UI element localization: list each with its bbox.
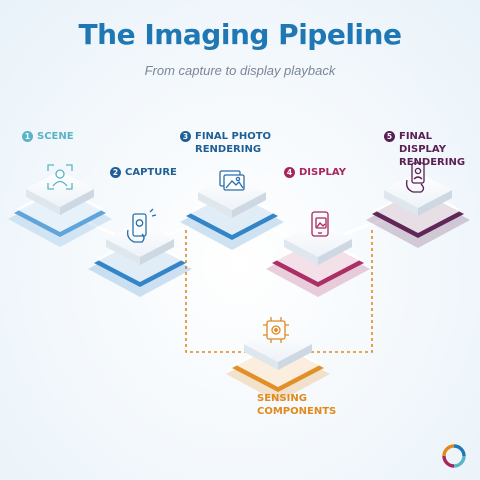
step-5-label: 5 FINAL DISPLAY RENDERING [384, 130, 480, 169]
scene-platform-top [26, 171, 94, 207]
page-title: The Imaging Pipeline [78, 18, 402, 51]
scene-platform [8, 171, 112, 247]
sensing-connector-dashed [185, 230, 373, 353]
display-platform-top [284, 221, 352, 257]
display-platform [266, 221, 370, 297]
step-4-number-badge: 4 [284, 167, 295, 178]
sensing-platform-slab-right [278, 344, 312, 370]
page-subtitle: From capture to display playback [144, 63, 336, 78]
photo-gallery-icon [219, 170, 245, 191]
step-4-text: DISPLAY [299, 167, 346, 178]
final-display-platform-slab-right [418, 190, 452, 216]
sensing-platform-slab-left [244, 344, 278, 370]
step-5-text: FINAL DISPLAY RENDERING [399, 131, 466, 168]
brand-ring-logo-icon [442, 444, 466, 468]
final-display-platform [366, 172, 470, 248]
final-display-platform-slab-left [384, 190, 418, 216]
capture-platform-top [106, 221, 174, 257]
photo-platform [180, 174, 284, 250]
step-2-number-badge: 2 [110, 167, 121, 178]
capture-platform [88, 221, 192, 297]
display-platform-slab-left [284, 239, 318, 265]
sensing-platform-top [244, 326, 312, 362]
capture-platform-slab-left [106, 239, 140, 265]
phone-camera-hand-icon [126, 208, 157, 243]
step-5-number-badge: 5 [384, 131, 395, 142]
scene-platform-slab-left [26, 189, 60, 215]
step-3-label: 3 FINAL PHOTO RENDERING [180, 130, 271, 156]
step-3-number-badge: 3 [180, 131, 191, 142]
step-2-text: CAPTURE [125, 167, 177, 178]
scene-platform-slab-right [60, 189, 94, 215]
phone-image-icon [311, 211, 329, 237]
step-1-number-badge: 1 [22, 131, 33, 142]
step-1-text: SCENE [37, 131, 74, 142]
photo-platform-top [198, 174, 266, 210]
sensor-chip-icon [263, 317, 289, 343]
sensing-components-text: SENSING COMPONENTS [257, 393, 337, 417]
display-platform-slab-right [318, 239, 352, 265]
sensing-components-label: SENSING COMPONENTS [257, 392, 336, 418]
step-2-label: 2 CAPTURE [110, 166, 177, 179]
photo-platform-slab-left [198, 192, 232, 218]
step-1-label: 1 SCENE [22, 130, 74, 143]
capture-platform-slab-right [140, 239, 174, 265]
step-3-text: FINAL PHOTO RENDERING [195, 131, 272, 155]
sensing-platform [226, 326, 330, 402]
person-scan-icon [47, 164, 73, 190]
hand-holding-phone-icon [405, 162, 425, 193]
final-display-platform-top [384, 172, 452, 208]
step-4-label: 4 DISPLAY [284, 166, 346, 179]
photo-platform-slab-right [232, 192, 266, 218]
